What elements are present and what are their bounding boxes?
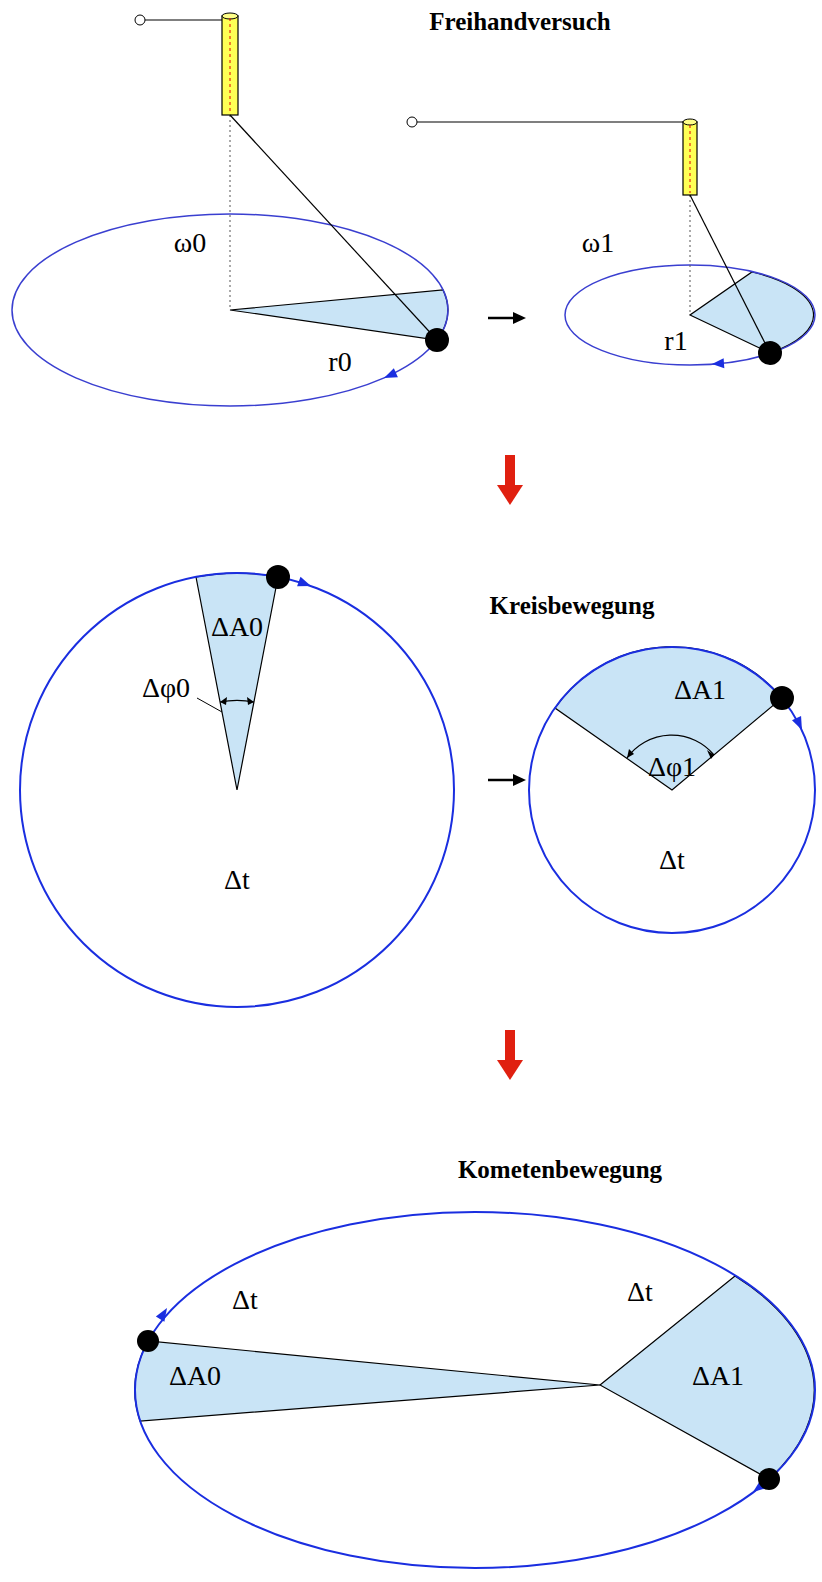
hand-grip: [407, 117, 417, 127]
direction-arrow: [712, 358, 725, 369]
quantity-label: Δt: [224, 865, 250, 896]
quantity-label: ω1: [582, 228, 614, 259]
comet-motion: [135, 1212, 815, 1568]
direction-arrow: [792, 716, 807, 732]
quantity-label: ΔA0: [211, 612, 263, 643]
quantity-label: Δt: [627, 1277, 653, 1308]
step-arrow: [497, 455, 523, 505]
step-arrow: [497, 1030, 523, 1080]
ball: [758, 341, 782, 365]
ball: [266, 565, 290, 589]
quantity-label: Δt: [659, 845, 685, 876]
swept-area: [600, 1276, 814, 1479]
quantity-label: ω0: [174, 228, 206, 259]
tube: [222, 16, 238, 115]
comet: [137, 1330, 159, 1352]
quantity-label: r1: [664, 326, 687, 357]
quantity-label: Δφ1: [648, 752, 696, 783]
quantity-label: Δφ0: [142, 673, 190, 704]
free-hand-right: [407, 117, 815, 369]
section-title: Kometenbewegung: [458, 1156, 662, 1184]
tube: [683, 122, 697, 195]
swept-area: [135, 1341, 600, 1421]
leader-line: [197, 698, 222, 712]
plumb-line: [690, 195, 691, 315]
quantity-label: ΔA0: [169, 1361, 221, 1392]
plumb-line: [230, 115, 231, 310]
string: [690, 195, 770, 353]
quantity-label: Δt: [232, 1285, 258, 1316]
swept-area: [230, 290, 448, 340]
string: [417, 121, 683, 122]
hand-grip: [135, 15, 145, 25]
direction-arrow: [156, 1305, 171, 1321]
direction-arrow: [382, 368, 398, 382]
orbit-circle: [20, 573, 454, 1007]
section-title: Freihandversuch: [429, 8, 611, 36]
comet: [758, 1468, 780, 1490]
ball: [770, 686, 794, 710]
string-in-tube: [690, 125, 691, 193]
string: [230, 115, 437, 340]
comet-orbit: [135, 1212, 815, 1568]
ball: [425, 328, 449, 352]
circle-motion-left: [20, 565, 454, 1007]
direction-arrow: [297, 577, 313, 591]
tube-top: [683, 119, 697, 125]
transition-arrow: [488, 312, 526, 324]
string: [145, 19, 222, 20]
orbit-circle: [529, 647, 815, 933]
free-hand-left: [12, 13, 449, 406]
string-in-tube: [230, 18, 231, 113]
quantity-label: ΔA1: [692, 1361, 744, 1392]
swept-area: [196, 573, 278, 790]
quantity-label: r0: [328, 347, 351, 378]
quantity-label: ΔA1: [674, 675, 726, 706]
section-title: Kreisbewegung: [490, 592, 655, 620]
circle-motion-right: [529, 647, 815, 933]
transition-arrow: [488, 774, 526, 786]
swept-area: [690, 272, 814, 353]
